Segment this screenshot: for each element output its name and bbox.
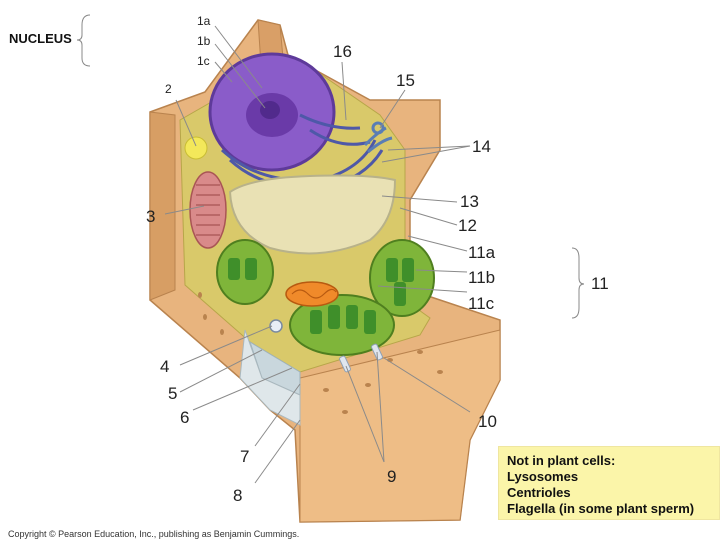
note-item-centrioles: Centrioles: [507, 485, 571, 500]
nucleus: [208, 52, 336, 172]
chloroplast-right: [369, 239, 435, 317]
vesicle: [269, 319, 283, 333]
label-10: 10: [478, 412, 497, 431]
label-14: 14: [472, 137, 491, 156]
label-11c: 11c: [468, 294, 495, 313]
label-9: 9: [387, 467, 397, 486]
central-vacuole: [228, 174, 397, 255]
nucleus-bracket: [76, 14, 91, 67]
note-heading: Not in plant cells:: [507, 453, 616, 468]
mitochondrion-left: [189, 171, 227, 249]
label-3: 3: [146, 207, 156, 226]
chloroplast-left: [216, 239, 274, 305]
label-4: 4: [160, 357, 170, 376]
chloroplast-bottom: [289, 294, 395, 356]
label-6: 6: [180, 408, 190, 427]
note-item-flagella: Flagella (in some plant sperm): [507, 501, 695, 516]
label-1c: 1c: [197, 54, 210, 68]
label-8: 8: [233, 486, 243, 505]
label-1b: 1b: [197, 34, 211, 48]
cell-wall-section: [239, 329, 301, 426]
label-2: 2: [165, 82, 172, 96]
label-12: 12: [458, 216, 477, 235]
label-11: 11: [591, 274, 609, 293]
chloroplast-bracket: [571, 247, 585, 319]
label-13: 13: [460, 192, 479, 211]
label-11b: 11b: [468, 268, 496, 287]
label-16: 16: [333, 42, 352, 61]
not-in-plant-cells-note: Not in plant cells: Lysosomes Centrioles…: [498, 446, 720, 520]
nucleus-section-label: NUCLEUS: [9, 31, 72, 46]
label-11a: 11a: [468, 243, 496, 262]
wall-pits: [198, 292, 443, 414]
note-item-lysosomes: Lysosomes: [507, 469, 579, 484]
label-15: 15: [396, 71, 415, 90]
copyright-text: Copyright © Pearson Education, Inc., pub…: [8, 529, 300, 539]
label-7: 7: [240, 447, 250, 466]
peroxisome: [184, 136, 208, 160]
mitochondrion-orange: [285, 281, 339, 307]
label-5: 5: [168, 384, 178, 403]
label-1a: 1a: [197, 14, 211, 28]
golgi-apparatus: [363, 121, 393, 154]
leader-lines: [164, 25, 471, 484]
